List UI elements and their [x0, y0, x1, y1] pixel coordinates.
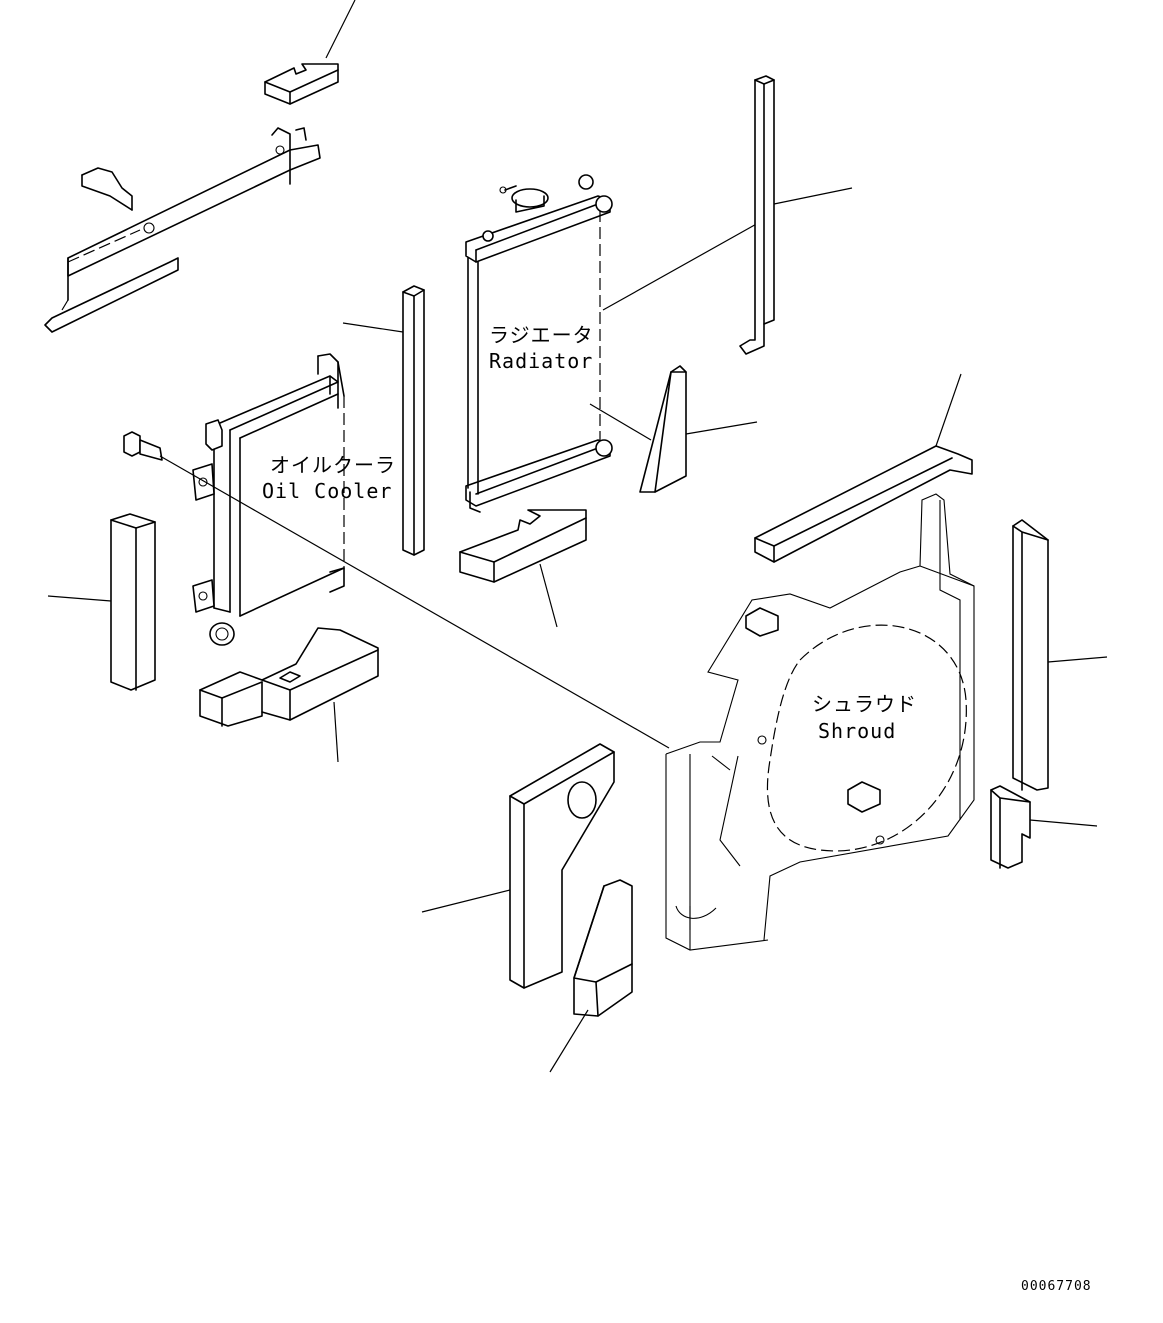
- notched-block-center: [459, 509, 587, 628]
- radiator-label-en: Radiator: [489, 349, 593, 373]
- stepped-seal-block: [199, 627, 379, 763]
- wedge-seal-lower: [549, 879, 633, 1073]
- wedge-seal-radiator: [639, 365, 758, 493]
- oil-cooler: [192, 353, 345, 646]
- shroud-label-en: Shroud: [818, 719, 896, 743]
- seal-bar-center: [342, 285, 425, 556]
- shroud: [665, 493, 975, 951]
- shroud-label-jp: シュラウド: [812, 692, 917, 716]
- seal-strip-right: [1012, 519, 1108, 791]
- oil-cooler-label-jp: オイルクーラ: [270, 453, 396, 477]
- seal-strip-right-top: [739, 75, 853, 355]
- seal-bar-diagonal: [754, 373, 973, 563]
- radiator: [465, 174, 761, 513]
- seal-block-left: [47, 513, 156, 691]
- bracket-assembly: [44, 127, 321, 333]
- drawing-number: 00067708: [1021, 1279, 1092, 1294]
- bolt: [123, 431, 670, 749]
- radiator-label-jp: ラジエータ: [489, 323, 594, 347]
- seal-block-small: [990, 785, 1098, 869]
- oil-cooler-label-en: Oil Cooler: [262, 479, 392, 503]
- seal-plate-large: [421, 743, 615, 989]
- notched-block-top: [264, 0, 356, 105]
